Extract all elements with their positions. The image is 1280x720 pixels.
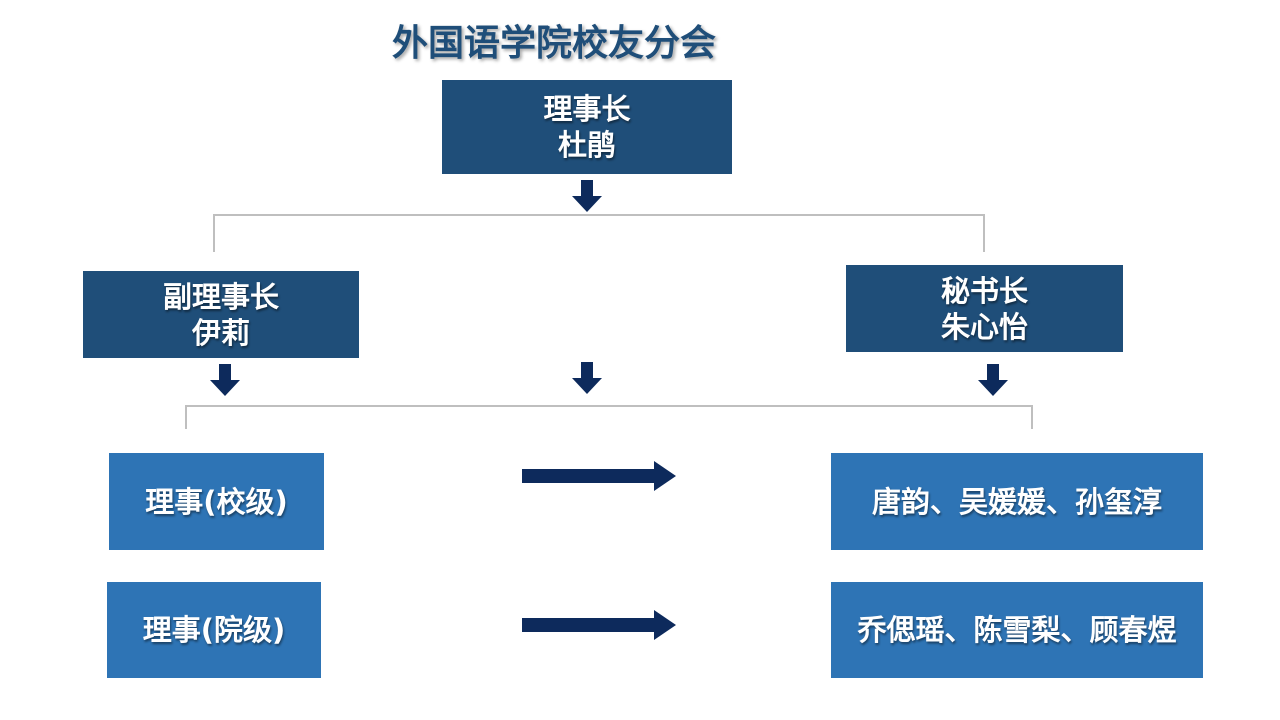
arrow-right-icon [522,610,676,640]
vice-chairman-box: 副理事长 伊莉 [83,271,359,358]
connector-line [185,405,187,429]
arrow-right-icon [522,461,676,491]
connector-line [213,214,985,216]
secretary-general-role: 秘书长 [940,273,1028,308]
page-title: 外国语学院校友分会 [392,23,717,64]
director-college-box: 理事(院级) [107,582,321,678]
chairman-box: 理事长 杜鹃 [442,80,732,174]
director-school-box: 理事(校级) [109,453,324,550]
arrow-down-icon [572,180,602,212]
secretary-general-box: 秘书长 朱心怡 [846,265,1123,352]
director-college-label: 理事(院级) [142,613,286,647]
chairman-name: 杜鹃 [557,128,616,162]
chairman-role: 理事长 [543,92,631,126]
members-college-box: 乔偲瑶、陈雪梨、顾春煜 [831,582,1203,678]
arrow-down-icon [978,364,1008,396]
members-school-label: 唐韵、吴媛媛、孙玺淳 [871,484,1162,519]
director-school-label: 理事(校级) [145,484,288,519]
connector-line [983,214,985,252]
arrow-down-icon [210,364,240,396]
members-school-box: 唐韵、吴媛媛、孙玺淳 [831,453,1203,550]
members-college-label: 乔偲瑶、陈雪梨、顾春煜 [857,613,1177,647]
arrow-down-icon [572,362,602,394]
connector-line [1031,405,1033,429]
connector-line [185,405,1033,407]
secretary-general-name: 朱心怡 [940,309,1028,344]
vice-chairman-name: 伊莉 [191,315,250,350]
connector-line [213,214,215,252]
vice-chairman-role: 副理事长 [162,279,279,314]
